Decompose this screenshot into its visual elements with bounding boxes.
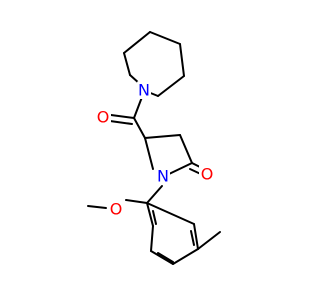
bond-pip-c4-c5 <box>157 75 185 97</box>
bond-aryl-c3-c4 <box>150 250 174 265</box>
n-label-mask-2 <box>156 167 170 185</box>
n-label-mask-1 <box>137 81 151 99</box>
bond-aryl-double-3 <box>190 230 195 246</box>
o-label-mask-3 <box>108 199 124 219</box>
bond-n-aryl <box>146 185 163 204</box>
bond-ring-c4-c5 <box>144 134 181 139</box>
pyrrolidinone-ring <box>144 134 207 177</box>
bond-carbonyl-c-ring-c <box>133 117 146 139</box>
bond-carbonyl-c-o-1 <box>110 114 135 119</box>
lactam-nitrogen-label: N <box>157 167 169 186</box>
bond-pip-c1-c2 <box>123 31 151 54</box>
lactam-oxygen-label: O <box>201 165 214 184</box>
o-label-mask-1 <box>95 107 111 127</box>
bond-methoxy-c <box>87 205 107 209</box>
bond-aryl-methyl <box>197 231 221 250</box>
substituents <box>87 199 221 250</box>
o-label-mask-2 <box>199 164 215 184</box>
piperidine-ring <box>123 31 185 97</box>
molecule-structure: N O N O O <box>87 31 221 265</box>
bond-carbonyl-c-o-2 <box>109 120 133 125</box>
bond-pip-c2-c3 <box>149 31 181 45</box>
bond-aryl-c5-c6 <box>193 223 199 250</box>
bond-aryl-double-2 <box>157 252 174 263</box>
bond-aryl-c2-c3 <box>150 225 154 252</box>
bond-aryl-c1-c2 <box>146 202 154 227</box>
bond-ring-c5-c2 <box>179 134 193 164</box>
bond-pip-c3-c4 <box>179 43 185 77</box>
bond-ring-n-c3 <box>144 137 154 170</box>
bond-n-carbonyl-c <box>133 96 143 119</box>
bond-aryl-oxygen <box>125 199 148 204</box>
bond-aryl-double-1 <box>152 210 157 225</box>
aryl-ring <box>146 185 199 265</box>
carbonyl-oxygen-label: O <box>97 108 110 127</box>
piperidine-nitrogen-label: N <box>138 81 150 100</box>
bond-ring-c2-n <box>168 162 193 175</box>
bond-aryl-c4-c5 <box>172 248 199 265</box>
bond-pip-c6-c1 <box>123 52 131 76</box>
amide-linker <box>109 96 146 139</box>
molecule-canvas: N O N O O <box>87 31 221 265</box>
bond-aryl-c6-c1 <box>146 202 195 225</box>
methoxy-oxygen-label: O <box>110 200 123 219</box>
